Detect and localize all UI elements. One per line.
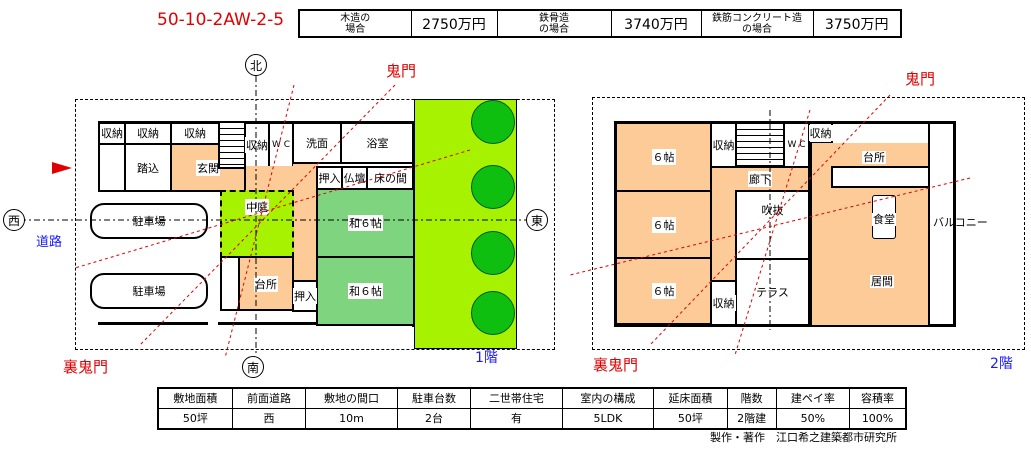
spec-value: 2台 bbox=[396, 407, 472, 430]
room-kitchen-label: 台所 bbox=[862, 151, 886, 164]
spec-header: 敷地の間口 bbox=[305, 387, 398, 409]
spec-value: 50坪 bbox=[653, 407, 728, 430]
spec-value: 100% bbox=[849, 407, 907, 430]
room-dining-label: 食堂 bbox=[872, 213, 896, 226]
room-kitchen: 台所 bbox=[238, 256, 294, 311]
ura-kimon-label-2f: 裏鬼門 bbox=[593, 356, 639, 374]
room-fumikomi: 踏込 bbox=[124, 143, 172, 192]
corridor bbox=[293, 164, 318, 282]
room-washitsu: 和６帖 bbox=[316, 188, 415, 258]
plan-id: 50-10-2AW-2-5 bbox=[157, 10, 285, 30]
room-oshiire: 押入 bbox=[316, 166, 343, 190]
cost-label-steel: 鉄骨造 の場合 bbox=[496, 9, 612, 38]
parking-space: 駐車場 bbox=[90, 203, 208, 239]
site-boundary-2f bbox=[592, 97, 1025, 350]
room-washroom: 洗面 bbox=[292, 121, 342, 164]
room-storage: 収納 bbox=[98, 121, 126, 145]
spec-header: 室内の構成 bbox=[561, 387, 655, 409]
cost-label-wood: 木造の 場合 bbox=[298, 9, 412, 38]
kimon-label-2f: 鬼門 bbox=[905, 70, 936, 88]
spec-value: 有 bbox=[470, 407, 563, 430]
balcony-label: バルコニー bbox=[933, 216, 988, 229]
cost-table: 木造の 場合 2750万円 鉄骨造 の場合 3740万円 鉄筋コンクリート造 の… bbox=[298, 9, 902, 38]
room-bath: 浴室 bbox=[340, 121, 415, 164]
spec-table: 敷地面積 前面道路 敷地の間口 駐車台数 二世帯住宅 室内の構成 延床面積 階数… bbox=[157, 387, 907, 430]
spec-header: 階数 bbox=[726, 387, 777, 409]
floor2-label: 2階 bbox=[990, 356, 1013, 372]
kimon-label-1f: 鬼門 bbox=[386, 62, 417, 80]
wall bbox=[928, 122, 930, 326]
corridor bbox=[712, 190, 736, 282]
room-bedroom: ６帖 bbox=[615, 257, 712, 325]
wall bbox=[98, 322, 208, 325]
ura-kimon-label-1f: 裏鬼門 bbox=[63, 358, 109, 376]
parking-space: 駐車場 bbox=[90, 273, 208, 309]
cost-value-steel: 3740万円 bbox=[610, 9, 702, 38]
compass-east: 東 bbox=[526, 209, 548, 231]
tree-icon bbox=[471, 291, 515, 335]
direction-arrow-icon bbox=[52, 162, 72, 174]
spec-value: 2階建 bbox=[726, 407, 777, 430]
spec-header: 駐車台数 bbox=[396, 387, 472, 409]
corridor: 廊下 bbox=[710, 166, 810, 192]
room-washitsu: 和６帖 bbox=[316, 256, 415, 326]
spec-header: 延床面積 bbox=[653, 387, 728, 409]
spec-header: 二世帯住宅 bbox=[470, 387, 563, 409]
spec-header: 敷地面積 bbox=[157, 387, 233, 409]
floor1-label: 1階 bbox=[475, 350, 498, 366]
tree-icon bbox=[471, 100, 515, 144]
spec-value: 西 bbox=[231, 407, 307, 430]
spec-header: 建ペイ率 bbox=[775, 387, 851, 409]
compass-south: 南 bbox=[242, 356, 264, 378]
cost-value-wood: 2750万円 bbox=[410, 9, 498, 38]
cost-label-rc: 鉄筋コンクリート造 の場合 bbox=[700, 9, 814, 38]
compass-north: 北 bbox=[245, 54, 267, 76]
spec-header: 容積率 bbox=[849, 387, 907, 409]
tree-icon bbox=[471, 165, 515, 209]
spec-value: 50坪 bbox=[157, 407, 233, 430]
spec-value: 50% bbox=[775, 407, 851, 430]
credit: 製作・著作 江口希之建築都市研究所 bbox=[710, 431, 897, 444]
room-oshiire: 押入 bbox=[292, 280, 318, 312]
compass-west: 西 bbox=[3, 209, 25, 231]
cost-value-rc: 3750万円 bbox=[812, 9, 902, 38]
room-storage: 収納 bbox=[710, 280, 737, 326]
spec-value: 10m bbox=[305, 407, 398, 430]
road-label: 道路 bbox=[36, 235, 63, 250]
tree-icon bbox=[471, 231, 515, 275]
room-living-label: 居間 bbox=[870, 275, 894, 288]
spec-value: 5LDK bbox=[561, 407, 655, 430]
site-boundary-1f bbox=[75, 99, 555, 350]
spec-header: 前面道路 bbox=[231, 387, 307, 409]
room-bedroom: ６帖 bbox=[615, 190, 712, 259]
